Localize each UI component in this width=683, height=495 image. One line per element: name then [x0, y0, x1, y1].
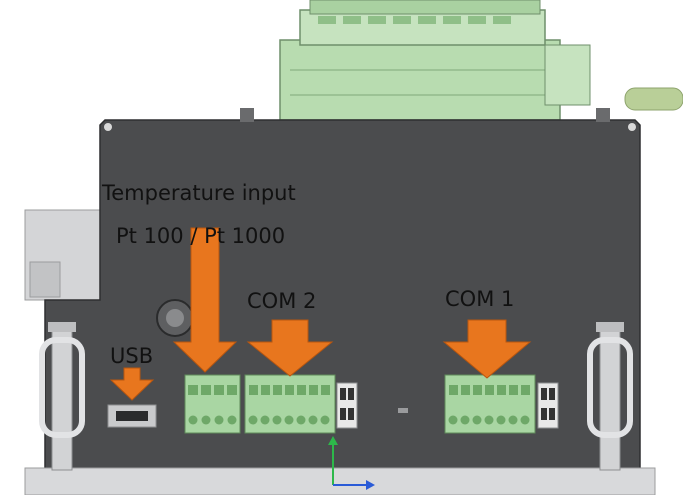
top-green-connector	[279, 0, 591, 121]
dip-switch-com1	[537, 382, 559, 429]
usb-port	[107, 404, 157, 428]
terminal-block-temperature	[184, 374, 241, 434]
label-temperature-input: Temperature input	[102, 181, 296, 205]
bottom-plate	[24, 467, 656, 495]
arrow-down-icon-temperature	[172, 227, 238, 373]
status-led	[398, 408, 408, 413]
label-com1: COM 1	[445, 287, 515, 311]
arrow-down-icon-com2	[246, 319, 334, 377]
round-screw	[156, 299, 194, 337]
left-bracket	[24, 209, 106, 301]
left-standoff	[39, 322, 85, 471]
right-standoff	[587, 322, 633, 471]
label-sensor-type: Pt 100 / Pt 1000	[116, 224, 286, 248]
terminal-block-com2	[244, 374, 336, 434]
label-usb: USB	[110, 344, 154, 368]
label-com2: COM 2	[247, 289, 317, 313]
arrow-down-icon-com1	[442, 319, 532, 379]
arrow-down-icon-usb	[109, 367, 155, 401]
cable	[624, 87, 683, 111]
axis-triad-icon	[328, 436, 375, 490]
dip-switch-com2	[336, 382, 358, 429]
terminal-block-com1	[444, 374, 536, 434]
